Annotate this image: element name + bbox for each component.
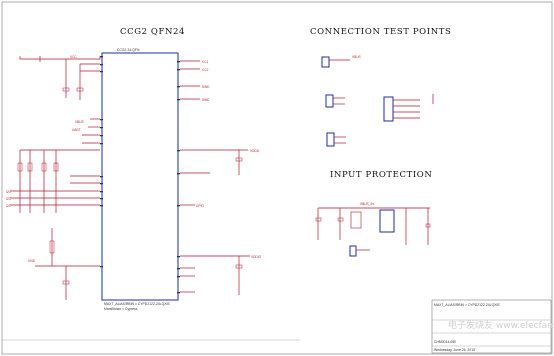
title-line-1: MAXT_ALIAS/RBIN = CYPD2122-24LQXIS — [434, 303, 500, 307]
svg-text:GND: GND — [28, 259, 36, 263]
svg-text:I2C: I2C — [6, 204, 12, 208]
chip-heading: CCG2 QFN24 — [120, 27, 185, 37]
svg-text:UART: UART — [72, 128, 81, 132]
test-points-heading: CONNECTION TEST POINTS — [310, 27, 451, 37]
input-protection: VBUS_IN — [315, 202, 431, 257]
chip-footer-1: MAXT_ALIAS/RBIN = CYPD2122-24LQXIS — [104, 302, 170, 306]
test-points: VBUS — [321, 55, 434, 147]
svg-text:SWD: SWD — [202, 85, 210, 89]
chip-label: CCG2 24-QFN — [117, 48, 140, 52]
title-line-3: Wednesday, June 26, 2015 — [434, 348, 475, 352]
svg-text:VBUS: VBUS — [352, 55, 361, 59]
chip-footer-2: MarsBrown = Cypress — [104, 307, 138, 311]
left-wiring: VCC VBUS UART I2C I2C I2C GND — [6, 55, 101, 300]
svg-text:VBUS: VBUS — [75, 120, 84, 124]
svg-text:VDDD: VDDD — [250, 149, 260, 153]
watermark: 电子发烧友 www.elecfans.com — [448, 319, 554, 331]
title-block: MAXT_ALIAS/RBIN = CYPD2122-24LQXIS CHM00… — [431, 299, 554, 354]
svg-text:VDDIO: VDDIO — [251, 255, 262, 259]
svg-text:I2C: I2C — [6, 190, 12, 194]
protection-heading: INPUT PROTECTION — [330, 170, 432, 180]
ccg2-chip: CCG2 24-QFN MAXT_ALIAS/RBIN = CYPD2122-2… — [100, 48, 180, 311]
title-line-2: CHM0014-050 — [434, 340, 456, 344]
svg-text:VCC: VCC — [70, 55, 77, 59]
svg-text:SWD: SWD — [202, 98, 210, 102]
svg-text:CC2: CC2 — [202, 68, 209, 72]
svg-text:VBUS_IN: VBUS_IN — [360, 202, 374, 206]
svg-text:CC1: CC1 — [202, 60, 209, 64]
svg-text:GPIO: GPIO — [196, 204, 204, 208]
svg-text:I2C: I2C — [6, 197, 12, 201]
right-wiring: CC1 CC2 SWD SWD VDDD GPIO VDDIO — [180, 60, 262, 295]
